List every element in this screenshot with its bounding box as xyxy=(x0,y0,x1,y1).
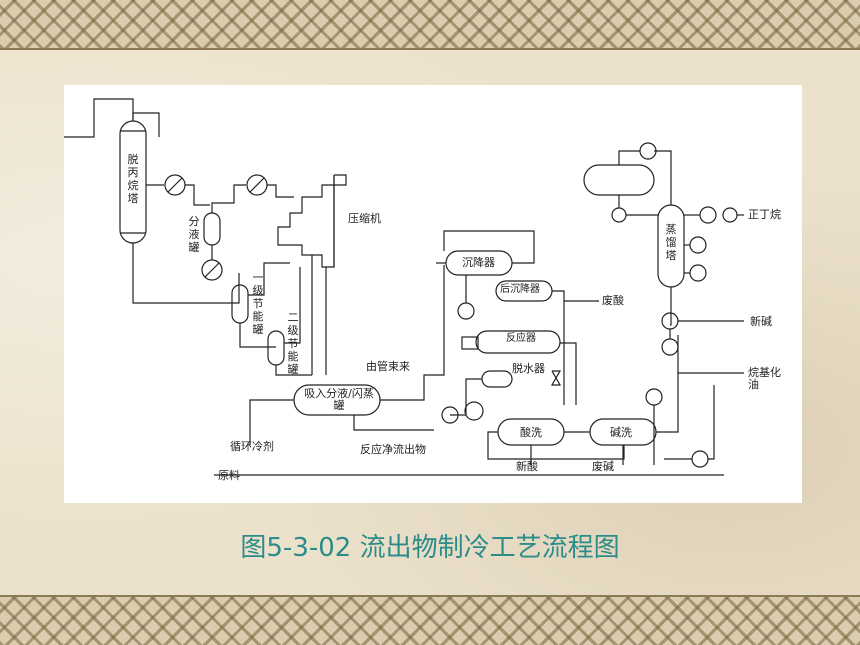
reactor-vessel xyxy=(475,330,561,354)
dehydrator-vessel xyxy=(481,370,513,388)
fresh-acid-label: 新酸 xyxy=(516,460,538,473)
reboiler-2 xyxy=(689,264,707,282)
fresh-caustic-label: 新碱 xyxy=(750,315,772,328)
figure-caption: 图5-3-02 流出物制冷工艺流程图 xyxy=(240,533,620,563)
n-butane-label: 正丁烷 xyxy=(748,208,781,221)
economizer-2-vessel xyxy=(267,330,285,366)
bottom-border-line xyxy=(0,595,860,597)
reactor-effluent-label: 反应净流出物 xyxy=(360,443,426,456)
spent-caustic-label: 废碱 xyxy=(592,460,614,473)
propane-tower-label: 脱丙烷塔 xyxy=(127,153,139,205)
from-tube-bundle-label: 由管束来 xyxy=(366,360,410,373)
acid-wash-label: 酸洗 xyxy=(520,426,542,439)
process-flow-diagram: 脱丙烷塔 分液罐 压缩机 一级节能罐 二级节能罐 沉降器 后沉降器 反应器 脱水… xyxy=(64,85,802,503)
rear-settler-label: 后沉降器 xyxy=(500,284,540,295)
flow-lines xyxy=(64,98,744,476)
settler-label: 沉降器 xyxy=(462,256,495,269)
waste-acid-label: 废酸 xyxy=(602,294,624,307)
separator-drum-vessel xyxy=(203,212,221,246)
top-border-pattern xyxy=(0,0,860,48)
economizer-1-vessel xyxy=(231,284,249,324)
exchanger-4 xyxy=(464,401,484,421)
exchanger-7 xyxy=(661,338,679,356)
top-border-line xyxy=(0,48,860,50)
caustic-wash-label: 碱洗 xyxy=(610,426,632,439)
pump-2 xyxy=(441,406,459,424)
circulating-refrigerant-label: 循环冷剂 xyxy=(230,440,274,453)
pump-4 xyxy=(722,207,738,223)
reactor-label: 反应器 xyxy=(506,333,536,344)
dehydrator-label: 脱水器 xyxy=(512,362,545,375)
exchanger-5 xyxy=(699,206,717,224)
pump-3 xyxy=(611,207,627,223)
economizer-2-label: 二级节能罐 xyxy=(287,311,299,376)
distillation-tower-label: 蒸馏塔 xyxy=(665,223,677,262)
overhead-drum-vessel xyxy=(583,164,655,196)
compressor-body xyxy=(277,174,347,268)
pump-5 xyxy=(691,450,709,468)
feed-label: 原料 xyxy=(218,469,240,482)
absorb-drum-label: 吸入分液/闪蒸罐 xyxy=(304,387,374,412)
exchanger-6 xyxy=(661,312,679,330)
pump-1 xyxy=(457,302,475,320)
bottom-border-pattern xyxy=(0,597,860,645)
alkylate-label: 烷基化油 xyxy=(748,366,781,391)
separator-drum-label: 分液罐 xyxy=(188,215,200,254)
compressor-label: 压缩机 xyxy=(348,212,381,225)
reboiler-1 xyxy=(689,236,707,254)
economizer-1-label: 一级节能罐 xyxy=(252,271,264,336)
exchanger-8 xyxy=(645,388,663,406)
exchanger-top xyxy=(639,142,657,160)
